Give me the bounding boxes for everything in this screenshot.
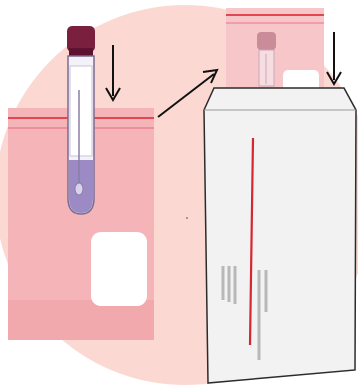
shipping-envelope: [186, 88, 356, 383]
tube-cap-faded: [257, 32, 276, 50]
specimen-bag-right: [226, 8, 324, 100]
specimen-tube-left: [67, 26, 95, 214]
tube-label: [70, 66, 92, 156]
bag-label-patch: [91, 232, 147, 306]
speck: [186, 217, 188, 219]
arrow-down-icon: [327, 32, 341, 84]
tube-cap-rim: [69, 48, 93, 56]
envelope-body: [204, 88, 356, 383]
tube-swab-tip: [75, 183, 83, 195]
